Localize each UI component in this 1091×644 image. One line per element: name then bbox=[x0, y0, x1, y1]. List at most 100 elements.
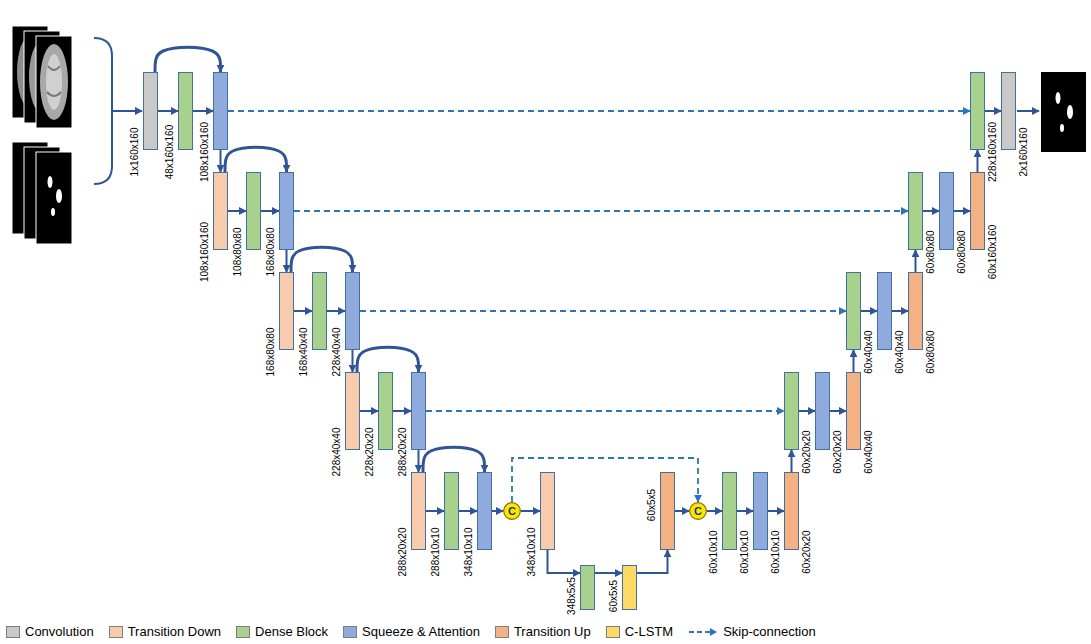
dimension-label: 168x40x40 bbox=[299, 328, 309, 377]
flow-arrow bbox=[521, 510, 540, 512]
flow-arrow bbox=[799, 410, 815, 412]
dimension-label: 60x40x40 bbox=[864, 430, 874, 473]
dimension-label: 228x160x160 bbox=[988, 122, 998, 182]
skip-connection bbox=[360, 310, 846, 312]
dimension-label: 60x20x20 bbox=[802, 430, 812, 473]
dense-shortcut bbox=[155, 47, 221, 72]
flow-arrow bbox=[675, 510, 689, 512]
dense-block: 60x20x20 bbox=[784, 372, 799, 450]
legend-item: Squeeze & Attention bbox=[343, 624, 480, 639]
block-shape bbox=[622, 565, 637, 610]
dimension-label: 228x40x40 bbox=[332, 428, 342, 477]
dimension-label: 60x10x10 bbox=[740, 530, 750, 573]
concat-circle: C bbox=[503, 502, 521, 520]
input-bracket bbox=[94, 38, 112, 184]
dimension-label: 288x10x10 bbox=[431, 528, 441, 577]
block-shape bbox=[345, 372, 360, 450]
block-shape bbox=[908, 272, 923, 350]
flow-arrow bbox=[707, 510, 722, 512]
block-shape bbox=[411, 472, 426, 550]
skip-connection bbox=[294, 210, 908, 212]
dense-block: 48x160x160 bbox=[178, 72, 193, 150]
legend: Convolution Transition Down Dense Block Squ… bbox=[6, 624, 816, 639]
skip-connection bbox=[426, 410, 784, 412]
block-shape bbox=[378, 372, 393, 450]
legend-text: Dense Block bbox=[255, 624, 328, 639]
squeeze-attention-block: 108x160x160 bbox=[213, 72, 228, 150]
squeeze-attention-block: 60x80x80 bbox=[939, 172, 954, 250]
dimension-label: 108x80x80 bbox=[233, 228, 243, 277]
squeeze-attention-block: 348x10x10 bbox=[477, 472, 492, 550]
flow-arrow bbox=[791, 450, 793, 472]
dimension-label: 60x80x80 bbox=[926, 330, 936, 373]
block-shape bbox=[246, 172, 261, 250]
clstm-block: 60x5x5 bbox=[622, 565, 637, 610]
dimension-label: 60x20x20 bbox=[833, 430, 843, 473]
transition-down-block: 228x40x40 bbox=[345, 372, 360, 450]
dimension-label: 228x40x40 bbox=[332, 328, 342, 377]
concat-symbol: C bbox=[689, 502, 707, 520]
flow-arrow bbox=[426, 510, 444, 512]
dense-block: 348x5x5 bbox=[580, 565, 595, 610]
concat-circle: C bbox=[689, 502, 707, 520]
flow-arrow bbox=[327, 310, 345, 312]
block-shape bbox=[722, 472, 737, 550]
flow-arrow bbox=[261, 210, 279, 212]
block-shape bbox=[213, 172, 228, 250]
transition-down-block: 288x20x20 bbox=[411, 472, 426, 550]
block-shape bbox=[540, 472, 555, 550]
legend-item: Convolution bbox=[6, 624, 94, 639]
flow-arrow bbox=[158, 110, 178, 112]
legend-swatch bbox=[109, 626, 123, 638]
legend-item: Skip-connection bbox=[688, 624, 816, 639]
block-shape bbox=[477, 472, 492, 550]
dimension-label: 288x20x20 bbox=[398, 428, 408, 477]
dimension-label: 168x80x80 bbox=[266, 228, 276, 277]
legend-swatch bbox=[6, 626, 20, 638]
dimension-label: 108x160x160 bbox=[200, 222, 210, 282]
flow-arrow bbox=[492, 510, 503, 512]
block-shape bbox=[312, 272, 327, 350]
flow-arrow bbox=[892, 310, 908, 312]
block-shape bbox=[660, 472, 675, 550]
input-mri-stack bbox=[12, 26, 72, 128]
dimension-label: 168x80x80 bbox=[266, 328, 276, 377]
dense-block: 60x40x40 bbox=[846, 272, 861, 350]
legend-item: Transition Down bbox=[109, 624, 221, 639]
legend-text: Transition Down bbox=[128, 624, 221, 639]
block-shape bbox=[784, 372, 799, 450]
flow-arrow bbox=[768, 510, 784, 512]
dimension-label: 228x20x20 bbox=[365, 428, 375, 477]
flow-arrow bbox=[294, 310, 312, 312]
dense-shortcut bbox=[225, 147, 287, 172]
dense-shortcut bbox=[357, 347, 419, 372]
legend-text: Transition Up bbox=[514, 624, 591, 639]
transition-up-block: 60x20x20 bbox=[784, 472, 799, 550]
flow-arrow bbox=[915, 250, 917, 272]
dimension-label: 60x10x10 bbox=[709, 530, 719, 573]
dense-block: 288x10x10 bbox=[444, 472, 459, 550]
flow-arrow bbox=[861, 310, 877, 312]
concat-symbol: C bbox=[503, 502, 521, 520]
flow-arrow bbox=[360, 410, 378, 412]
dimension-label: 60x20x20 bbox=[802, 530, 812, 573]
dimension-label: 60x160x160 bbox=[988, 225, 998, 280]
flow-arrow bbox=[548, 550, 581, 573]
block-shape bbox=[213, 72, 228, 150]
flow-arrow bbox=[595, 572, 622, 574]
block-shape bbox=[1001, 72, 1016, 150]
dimension-label: 60x10x10 bbox=[771, 530, 781, 573]
legend-line-sample bbox=[688, 627, 718, 637]
flow-arrow bbox=[977, 150, 979, 172]
squeeze-attention-block: 60x40x40 bbox=[877, 272, 892, 350]
flow-arrow bbox=[459, 510, 477, 512]
dimension-label: 288x20x20 bbox=[398, 528, 408, 577]
connector-layer bbox=[155, 47, 1001, 573]
dense-block: 60x80x80 bbox=[908, 172, 923, 250]
legend-swatch bbox=[606, 626, 620, 638]
dimension-label: 60x5x5 bbox=[647, 489, 657, 521]
dense-shortcut bbox=[423, 447, 485, 472]
legend-text: C-LSTM bbox=[625, 624, 673, 639]
legend-text: Skip-connection bbox=[723, 624, 816, 639]
block-shape bbox=[411, 372, 426, 450]
